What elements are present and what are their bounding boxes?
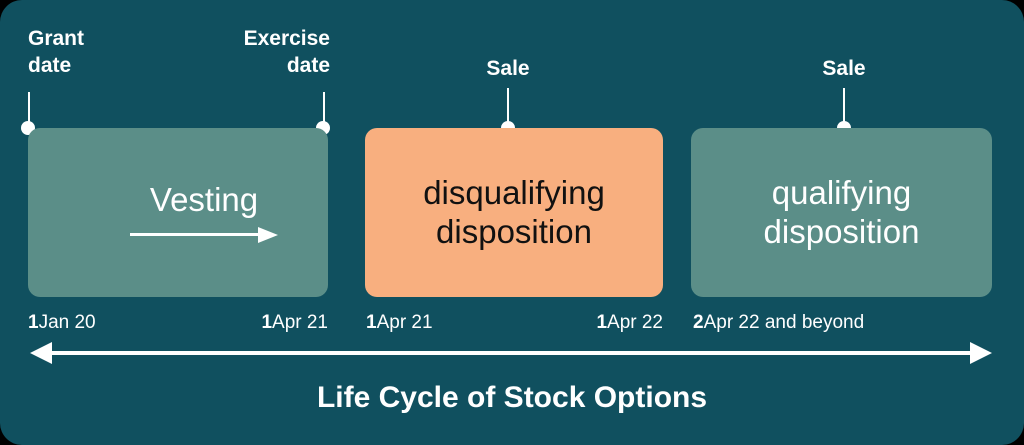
vesting-arrow-head [258,226,278,243]
timeline-double-arrow [30,342,992,364]
date-label-start-vesting: 1Jan 20 [28,312,96,334]
timeline-arrow-right-head [970,342,992,364]
date-label-start-disqualifying: 1Apr 21 [366,312,433,334]
date-lead: 1 [261,312,273,333]
date-rest: Apr 21 [272,312,328,333]
callout-stem-sale-disqualifying [507,88,509,128]
vesting-arrow-shaft [130,232,260,236]
timeline-arrow-bar [50,351,972,355]
phase-box-disqualifying-disposition: disqualifying disposition [365,128,663,297]
date-rest: Apr 22 and beyond [703,312,865,333]
vesting-arrow-icon [130,226,278,244]
callout-label-exercise-date: Exercise date [243,27,330,77]
date-lead: 2 [693,312,704,333]
vesting-label-group: Vesting [130,181,278,244]
callout-label-sale-disqualifying: Sale [486,57,530,80]
date-lead: 1 [366,312,377,333]
callout-stem-sale-qualifying [843,88,845,128]
date-label-start-qualifying: 2Apr 22 and beyond [693,312,864,334]
date-lead: 1 [596,312,608,333]
phase-label-vesting: Vesting [149,181,259,219]
phase-box-qualifying-disposition: qualifying disposition [691,128,992,297]
callout-label-grant-date: Grant date [28,27,85,77]
phase-label-disqualifying-disposition: disqualifying disposition [423,173,605,250]
date-rest: Jan 20 [38,312,96,333]
timeline-arrow-left-head [30,342,52,364]
date-label-end-vesting: 1Apr 21 [188,312,328,334]
callout-stem-grant-date [28,92,30,128]
callout-stem-exercise-date [323,92,325,128]
phase-box-vesting: Vesting [28,128,328,297]
date-label-end-disqualifying: 1Apr 22 [523,312,663,334]
diagram-title: Life Cycle of Stock Options [316,381,708,414]
date-rest: Apr 22 [607,312,663,333]
callout-label-sale-qualifying: Sale [822,57,866,80]
date-rest: Apr 21 [376,312,433,333]
phase-label-qualifying-disposition: qualifying disposition [763,173,920,250]
date-lead: 1 [28,312,39,333]
